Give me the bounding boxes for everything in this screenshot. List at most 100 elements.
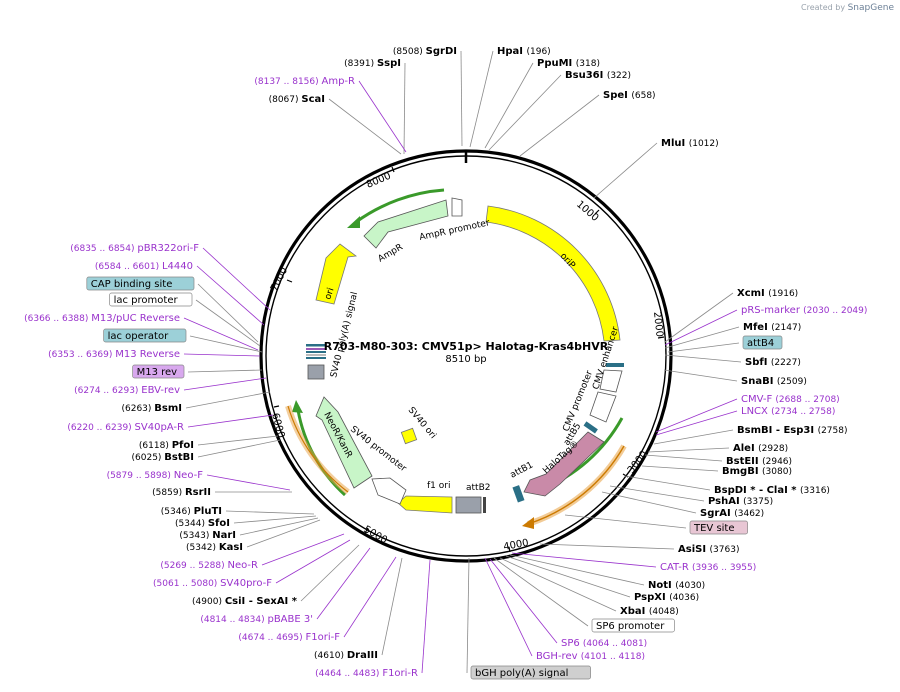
label-hpai: HpaI (196) (497, 46, 551, 57)
label-name: HpaI (497, 46, 526, 57)
label-lac-operator: lac operator (103, 328, 187, 343)
label-name: AsiSI (678, 544, 710, 555)
leader-line (185, 391, 271, 409)
label-name: pBR322ori-F (137, 243, 199, 254)
label-ppumi: PpuMI (318) (537, 58, 600, 69)
label-text: CMV-F (2688 .. 2708) (741, 394, 840, 405)
label-pspxi: PspXI (4036) (634, 592, 699, 603)
label-name: SV40pA-R (135, 422, 184, 433)
leader-line (493, 557, 589, 627)
tick-3000: 3000 (626, 449, 650, 476)
attB2-arc (455, 496, 482, 514)
label-sspi: (8391) SspI (344, 58, 401, 69)
label-lac-promoter: lac promoter (109, 292, 193, 307)
label-text: AleI (2928) (733, 443, 788, 454)
label-name: BspDI * - ClaI * (714, 485, 800, 496)
label-text: AsiSI (3763) (678, 544, 739, 555)
leader-line (489, 558, 558, 644)
label-box (132, 364, 185, 379)
plasmid-length: 8510 bp (445, 354, 486, 365)
leader-line (505, 555, 631, 598)
label-mfei: MfeI (2147) (743, 322, 801, 333)
label-position: (196) (526, 47, 550, 57)
label-bgh-poly-a-signal: bGH poly(A) signal (470, 665, 591, 680)
label-name: ScaI (301, 94, 325, 105)
label-name: SP6 promoter (596, 621, 665, 632)
attB1-label: attB1 (509, 460, 535, 480)
leader-line (511, 552, 657, 568)
label-text: (4610) DraIII (314, 650, 378, 661)
leader-line (601, 491, 697, 514)
label-sgrdi: (8508) SgrDI (393, 46, 457, 57)
leader-line (225, 510, 315, 515)
leader-line (233, 515, 317, 524)
label-position: (5346) (161, 507, 194, 517)
label-name: Neo-F (174, 470, 204, 481)
label-bsmi: (6263) BsmI (121, 403, 182, 414)
label-text: (5879 .. 5898) Neo-F (107, 470, 204, 481)
label-box (742, 335, 783, 350)
label-name: CAT-R (660, 562, 692, 573)
leader-line (564, 514, 687, 529)
label-sp6-promoter: SP6 promoter (591, 618, 675, 633)
label-leaders (183, 50, 742, 674)
label-xcmi: XcmI (1916) (737, 288, 798, 299)
leader-line (655, 398, 738, 433)
label-name: RsrII (185, 487, 211, 498)
label-text: LNCX (2734 .. 2758) (741, 406, 835, 417)
ampr-orf-head (347, 216, 360, 228)
sv40-ori-box (400, 427, 418, 445)
label-position: (5879 .. 5898) (107, 471, 174, 481)
label-box (86, 276, 195, 291)
label-name: SpeI (603, 90, 631, 101)
ampr-arc (363, 199, 449, 249)
leader-line (183, 353, 261, 357)
leader-line (484, 557, 533, 657)
label-text: PspXI (4036) (634, 592, 699, 603)
label-text: (6353 .. 6369) M13 Reverse (48, 349, 180, 360)
label-asisi: AsiSI (3763) (678, 544, 739, 555)
label-position: (4036) (669, 593, 699, 603)
label-cat-r: CAT-R (3936 .. 3955) (660, 562, 756, 573)
label-sgrai: SgrAI (3462) (700, 508, 764, 519)
label-box (591, 618, 675, 633)
label-pbr322ori-f: (6835 .. 6854) pBR322ori-F (70, 243, 199, 254)
leader-line (519, 94, 600, 157)
attB5-mark (583, 421, 598, 434)
label-text: (6366 .. 6388) M13/pUC Reverse (24, 313, 180, 324)
label-position: (5859) (152, 488, 185, 498)
label-text: MfeI (2147) (743, 322, 801, 333)
label-rsrii: (5859) RsrII (152, 487, 211, 498)
label-position: (4814 .. 4834) (200, 615, 267, 625)
label-text: CAT-R (3936 .. 3955) (660, 562, 756, 573)
label-position: (2688 .. 2708) (775, 395, 839, 405)
label-text: BstEII (2946) (726, 456, 792, 467)
label-text: SP6 (4064 .. 4081) (561, 638, 647, 649)
label-m13-reverse: (6353 .. 6369) M13 Reverse (48, 349, 180, 360)
leader-line (328, 98, 402, 155)
label-sv40pa-r: (6220 .. 6239) SV40pA-R (67, 422, 184, 433)
label-text: PpuMI (318) (537, 58, 600, 69)
label-text: (5859) RsrII (152, 487, 211, 498)
label-name: F1ori-F (306, 632, 341, 643)
credit-prefix: Created by (801, 3, 846, 12)
credit-brand: SnapGene (847, 3, 894, 13)
cmv-promoter-arc (589, 391, 617, 423)
f1-ori-label: f1 ori (427, 481, 450, 491)
label-sv40pro-f: (5061 .. 5080) SV40pro-F (153, 578, 272, 589)
label-position: (3936 .. 3955) (692, 563, 756, 573)
label-name: SbfI (745, 357, 771, 368)
label-l4440: (6584 .. 6601) L4440 (95, 261, 193, 272)
oriP-arc (485, 205, 621, 342)
label-name: MluI (661, 138, 689, 149)
label-neo-r: (5269 .. 5288) Neo-R (160, 560, 258, 571)
label-pshai: PshAI (3375) (708, 496, 773, 507)
label-position: (4101 .. 4118) (581, 652, 645, 662)
label-name: CAP binding site (91, 279, 173, 290)
leader-line (647, 447, 730, 453)
leader-line (261, 533, 345, 566)
label-position: (3080) (762, 467, 792, 477)
label-xbai: XbaI (4048) (620, 606, 679, 617)
neor-kanr-arc (315, 396, 373, 489)
label-position: (6584 .. 6601) (95, 262, 162, 272)
